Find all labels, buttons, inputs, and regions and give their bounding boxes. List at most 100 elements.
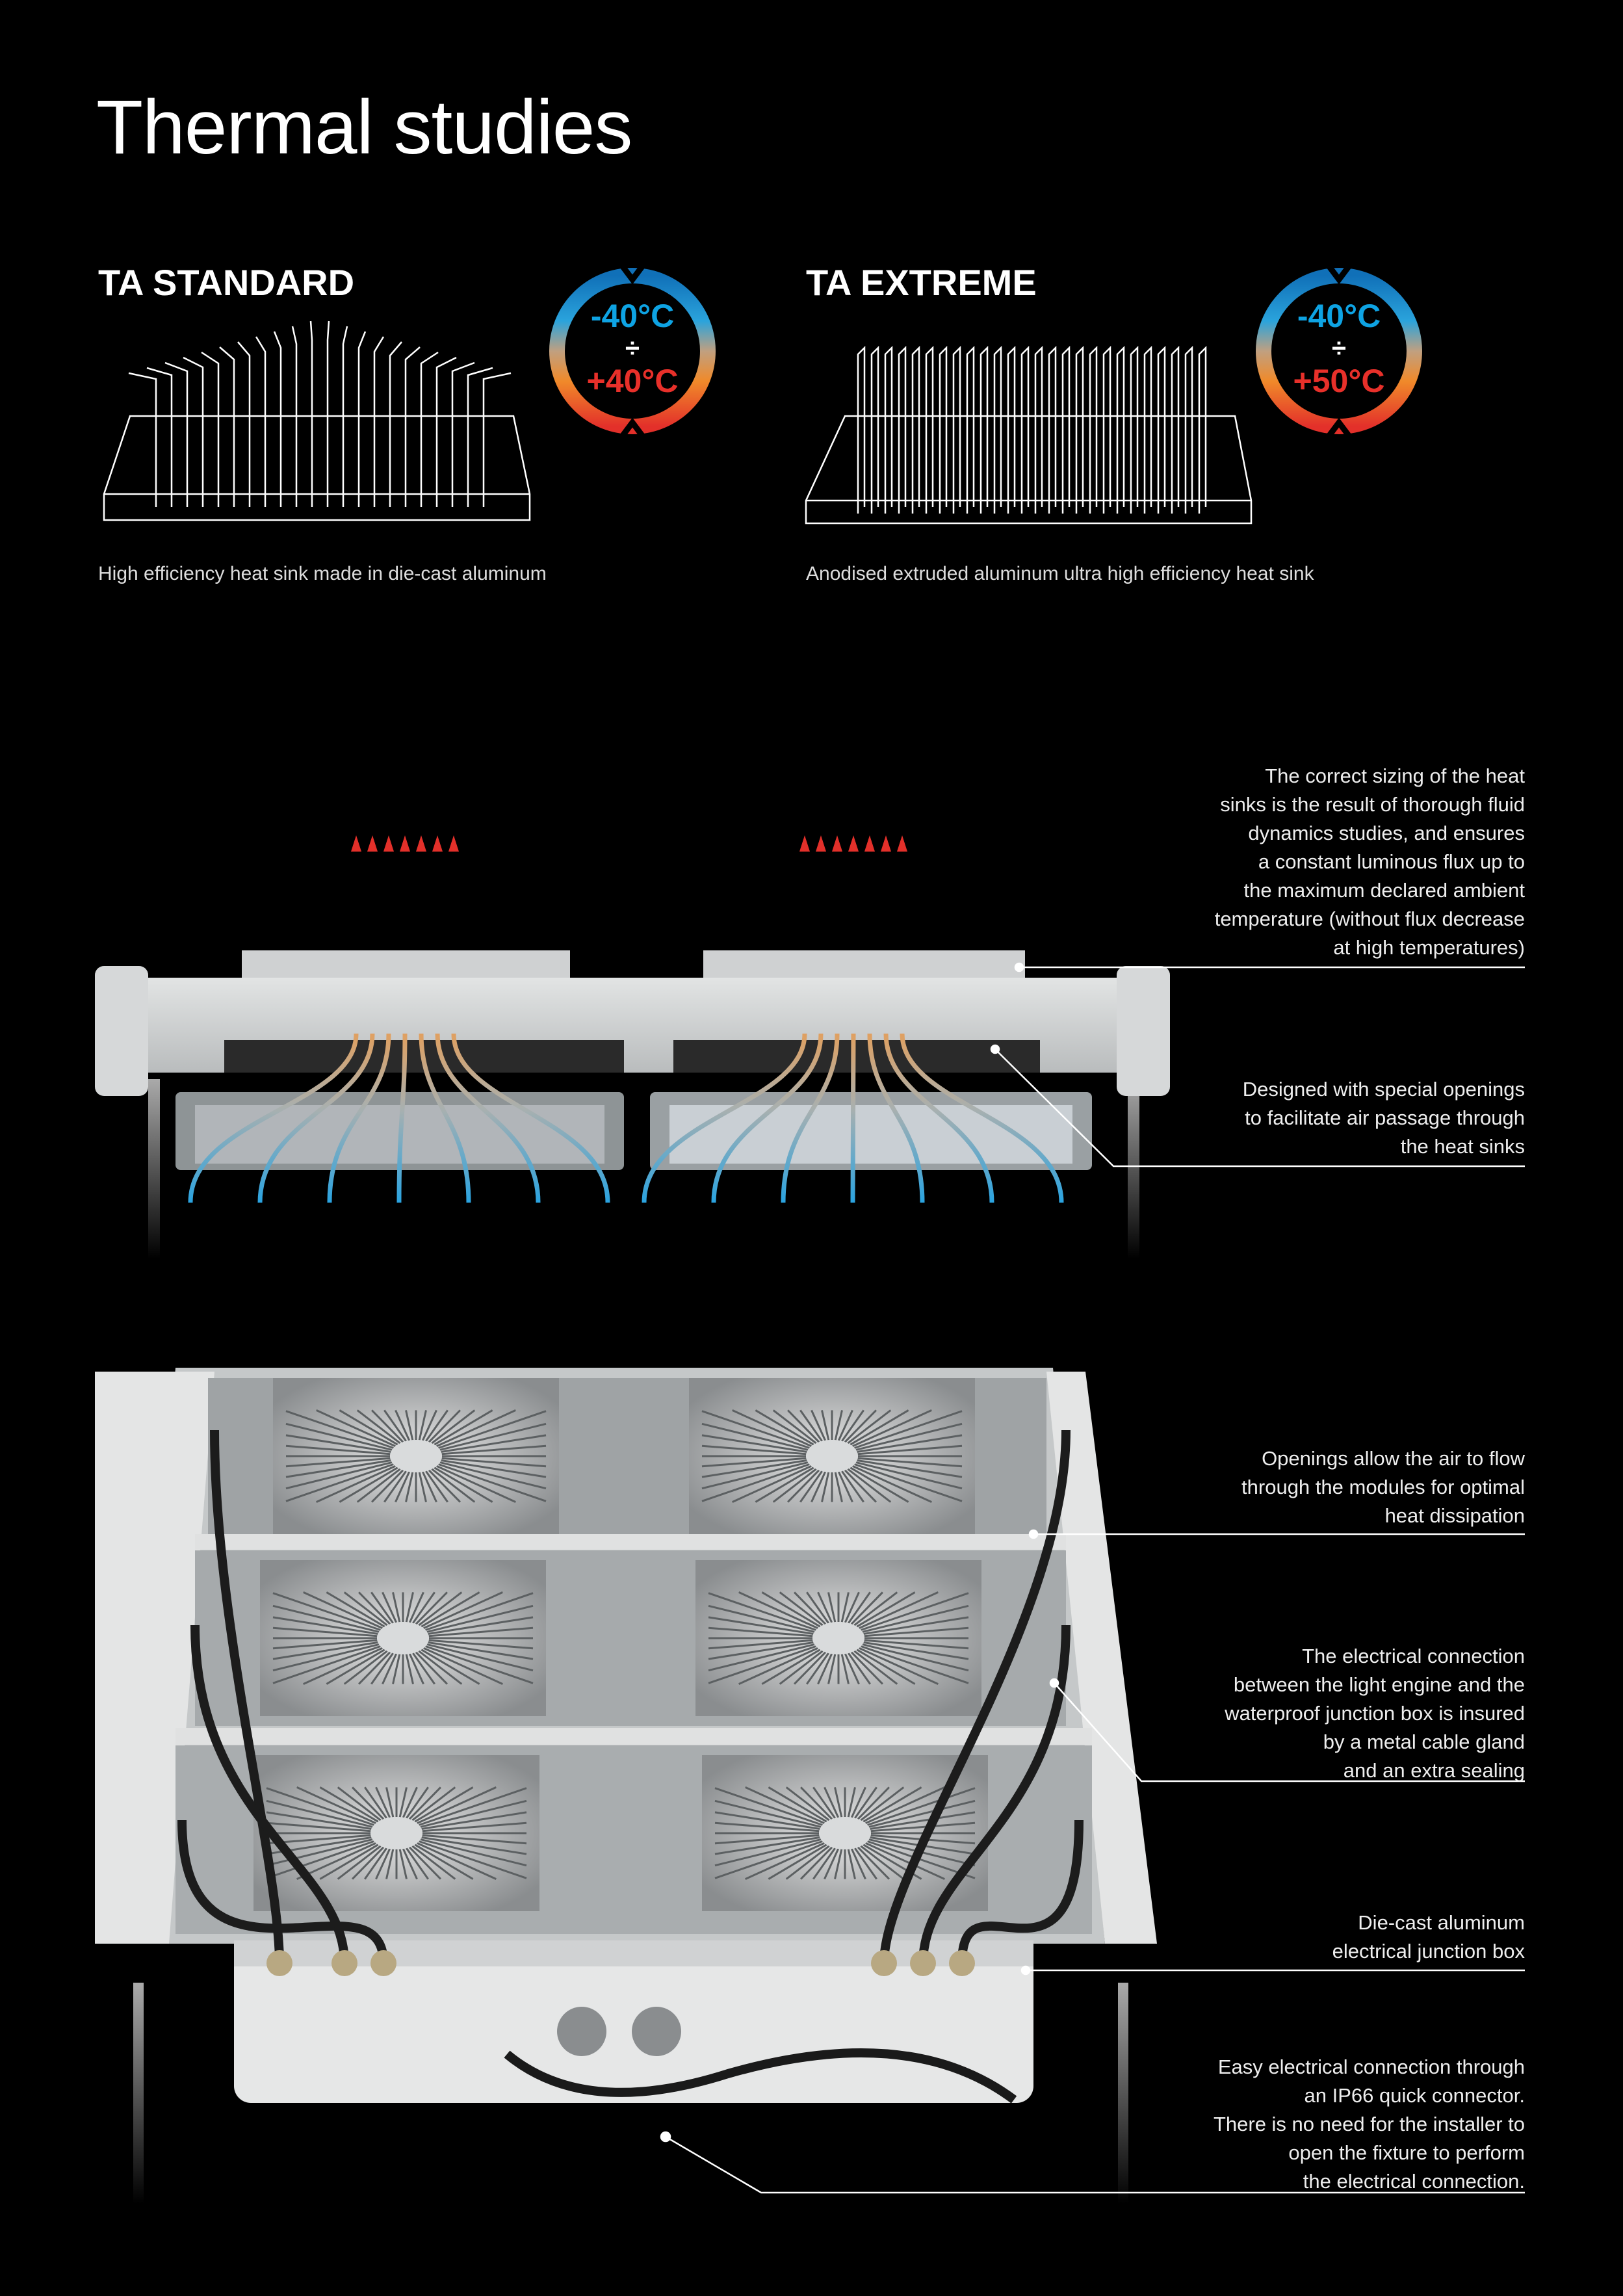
fin	[285, 1461, 393, 1490]
note-line: Designed with special openings	[1242, 1078, 1525, 1101]
note-line: Die-cast aluminum	[1358, 1911, 1525, 1934]
note-line: temperature (without flux decrease	[1214, 907, 1525, 930]
fin	[827, 1592, 837, 1623]
model-name-standard: TA STANDARD	[98, 262, 355, 303]
fin	[285, 1422, 393, 1451]
fin	[787, 1409, 820, 1443]
temp-max: +40°C	[586, 363, 679, 399]
fin	[352, 1846, 385, 1880]
note-line: There is no need for the installer to	[1213, 2113, 1525, 2135]
fin	[418, 1591, 463, 1626]
arrow-head	[832, 835, 842, 852]
note-line: waterproof junction box is insured	[1225, 1702, 1525, 1725]
arrow-head	[897, 835, 907, 852]
fin	[867, 1787, 976, 1826]
fin	[421, 1811, 527, 1831]
fin	[436, 1465, 516, 1503]
fin	[857, 1434, 963, 1454]
fin	[438, 1410, 547, 1449]
fin	[422, 1834, 527, 1845]
heat-sink-core	[390, 1440, 442, 1472]
fin	[421, 1409, 437, 1441]
fin	[266, 1840, 374, 1879]
arrow-head	[848, 835, 859, 852]
fin	[701, 1434, 807, 1454]
fin	[870, 1821, 976, 1833]
fin	[412, 1652, 435, 1685]
fin	[425, 1645, 534, 1684]
fin	[821, 1410, 830, 1441]
heat-sink-core	[377, 1622, 429, 1654]
heat-sink-standard-drawing	[103, 320, 531, 521]
arrow-head	[383, 835, 394, 852]
fin	[339, 1467, 398, 1503]
fin	[865, 1786, 945, 1825]
fin	[439, 1461, 547, 1490]
fin	[701, 1457, 807, 1468]
fin	[811, 1409, 827, 1441]
fin	[857, 1459, 963, 1478]
fin	[714, 1840, 823, 1879]
arrow-head	[881, 835, 891, 852]
fin	[421, 1591, 480, 1628]
fin	[870, 345, 879, 514]
fin	[806, 1652, 829, 1685]
fin	[385, 1849, 395, 1879]
fin	[358, 1591, 391, 1625]
fin	[296, 1842, 376, 1880]
fin	[398, 1849, 408, 1879]
cable	[957, 1820, 1084, 1964]
fin	[855, 1461, 963, 1490]
fin	[303, 1591, 383, 1630]
cool-air-arrow	[781, 1033, 840, 1203]
fin	[405, 1654, 414, 1684]
fin	[847, 1787, 856, 1818]
fin	[428, 1409, 461, 1443]
fin	[406, 1847, 429, 1880]
fin	[352, 1786, 385, 1820]
fin	[952, 345, 961, 514]
fin	[708, 1639, 813, 1650]
cool-air-arrow	[711, 1033, 824, 1203]
fin	[370, 1652, 394, 1685]
fin	[285, 1444, 391, 1455]
fin	[285, 1434, 391, 1454]
fin	[402, 1786, 418, 1818]
fin	[434, 1409, 493, 1446]
fin	[864, 1639, 969, 1650]
fin	[714, 1799, 822, 1828]
fin	[794, 1591, 827, 1625]
cool-air-arrow	[883, 1033, 994, 1203]
fin	[870, 1811, 976, 1831]
fin	[708, 1645, 816, 1684]
fin	[482, 372, 512, 507]
fin	[1089, 345, 1098, 514]
fin	[708, 1641, 814, 1660]
fin	[850, 1409, 909, 1446]
fin	[860, 1845, 905, 1880]
arrow-head	[416, 835, 426, 852]
fin	[422, 1821, 527, 1833]
fin	[854, 1786, 877, 1819]
note-line: and an extra sealing	[1343, 1759, 1525, 1782]
fin	[844, 1653, 860, 1685]
fin	[785, 1786, 830, 1821]
fin	[861, 1645, 969, 1684]
fin	[844, 1469, 877, 1503]
fin	[853, 1650, 898, 1685]
note-junction-box: Die-cast aluminum electrical junction bo…	[1122, 1909, 1525, 1966]
note-quick-connector: Easy electrical connection through an IP…	[1122, 2053, 1525, 2196]
fin	[402, 1848, 418, 1880]
note-line: dynamics studies, and ensures	[1248, 822, 1525, 844]
cool-air-arrow	[435, 1033, 541, 1203]
cool-air-arrow	[188, 1033, 359, 1203]
model-name-extreme: TA EXTREME	[806, 262, 1037, 303]
heat-sink-core	[806, 1440, 858, 1472]
fin	[418, 1472, 427, 1502]
fin	[980, 345, 989, 514]
fin	[405, 1410, 414, 1441]
fin	[847, 1409, 892, 1444]
fin	[326, 320, 330, 507]
base-plate	[103, 415, 531, 521]
